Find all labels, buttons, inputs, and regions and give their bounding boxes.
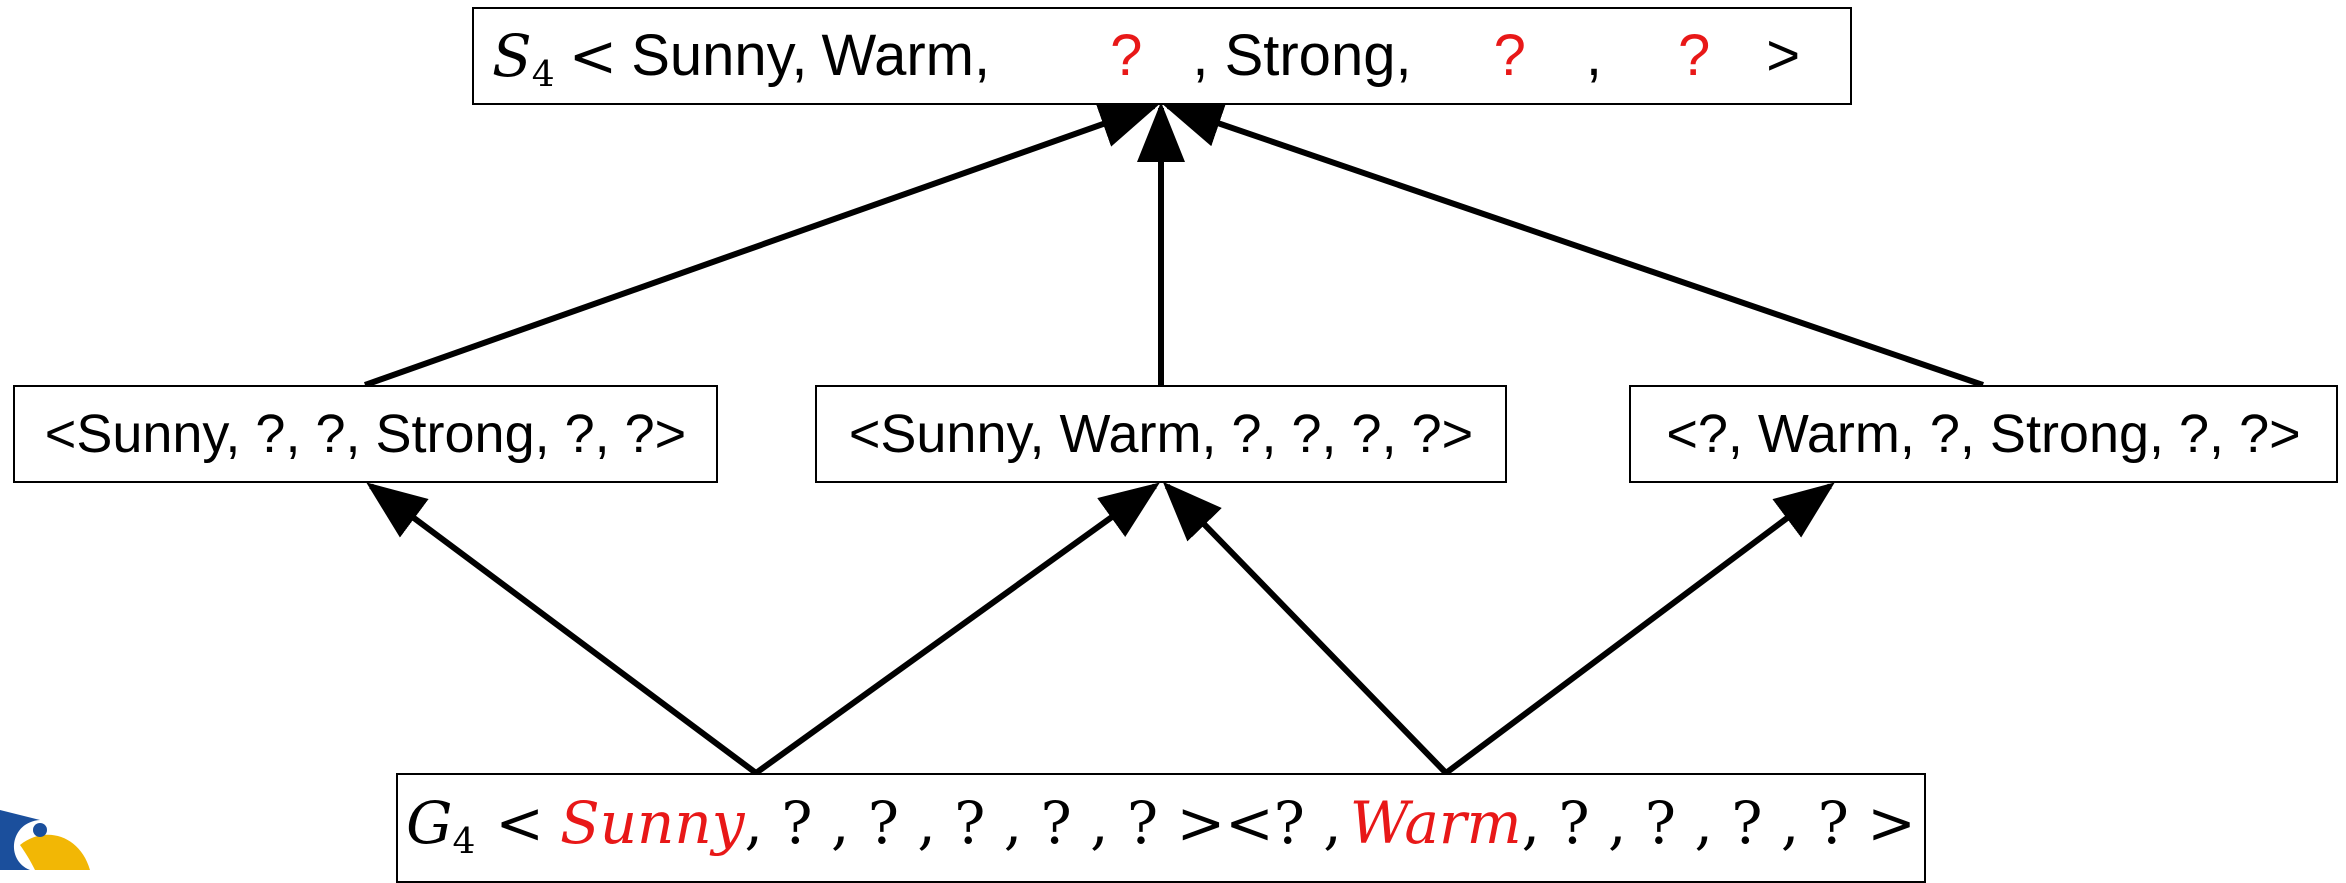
s-unknown-2: ? bbox=[1493, 23, 1526, 88]
hypothesis-box-3: <?, Warm, ?, Strong, ?, ?> bbox=[1629, 385, 2338, 483]
logo-icon bbox=[0, 810, 90, 870]
s-value-warm: Warm, bbox=[821, 23, 991, 88]
arrow-g4-to-h2b bbox=[1162, 481, 1449, 776]
hypothesis-box-2: <Sunny, Warm, ?, ?, ?, ?> bbox=[815, 385, 1507, 483]
s-value-strong: , Strong, bbox=[1192, 23, 1412, 88]
arrow-g4-to-h1 bbox=[366, 482, 758, 776]
s-value-sunny: Sunny, bbox=[631, 23, 808, 88]
g-symbol: G4 bbox=[406, 789, 476, 863]
general-boundary-box: G4 < Sunny , ? , ? , ? , ? , ? ><? , War… bbox=[396, 773, 1926, 883]
specific-boundary-box: S4 < Sunny, Warm, ? , Strong, ? , ? > bbox=[472, 7, 1852, 105]
hypothesis-label: <Sunny, Warm, ?, ?, ?, ?> bbox=[848, 404, 1474, 464]
s-unknown-1: ? bbox=[1110, 23, 1143, 88]
s-symbol: S4 bbox=[492, 22, 555, 96]
hypothesis-box-1: <Sunny, ?, ?, Strong, ?, ?> bbox=[13, 385, 718, 483]
arrow-g4-to-h2a bbox=[754, 482, 1160, 776]
g-wildcards-1: , ? , ? , ? , ? , ? ><? , bbox=[744, 789, 1342, 857]
s-open-bracket: < bbox=[568, 22, 618, 90]
hypothesis-label: <Sunny, ?, ?, Strong, ?, ?> bbox=[44, 404, 687, 464]
g-wildcards-2: , ? , ? , ? , ? > bbox=[1521, 789, 1916, 857]
g-value-sunny: Sunny bbox=[559, 789, 745, 857]
hypothesis-label: <?, Warm, ?, Strong, ?, ?> bbox=[1666, 404, 2301, 464]
arrow-h3-to-s4 bbox=[1162, 100, 1984, 388]
g-open-bracket: < bbox=[495, 789, 544, 857]
s-comma: , bbox=[1585, 23, 1602, 88]
s-unknown-3: ? bbox=[1677, 23, 1711, 88]
g-value-warm: Warm bbox=[1349, 789, 1522, 857]
arrow-g4-to-h3 bbox=[1444, 482, 1835, 776]
s-close-bracket: > bbox=[1766, 23, 1801, 88]
arrow-h1-to-s4 bbox=[363, 101, 1160, 388]
